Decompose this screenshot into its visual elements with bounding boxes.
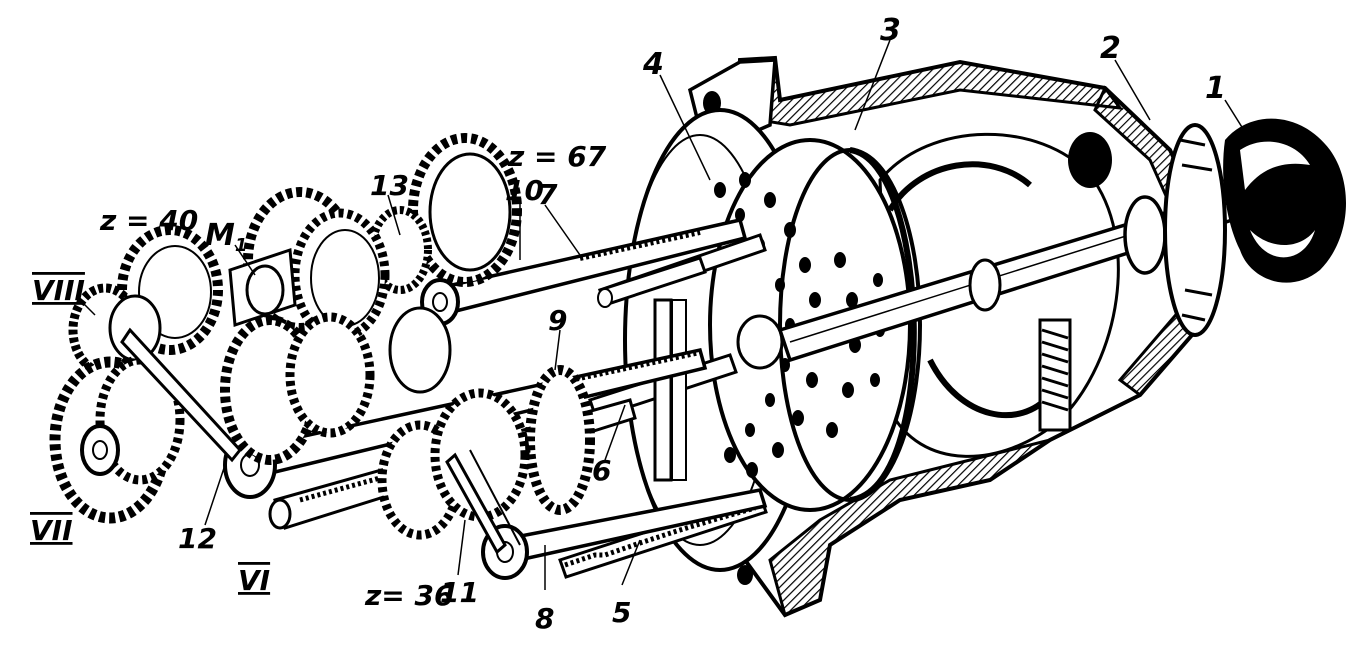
link-bars	[120, 327, 521, 555]
leader-lines	[79, 39, 1251, 590]
label-13: 13	[370, 169, 409, 202]
clutch-m1	[228, 247, 297, 328]
label-z40: z = 40	[99, 204, 198, 237]
label-5: 5	[612, 596, 631, 629]
label-4: 4	[642, 47, 664, 82]
housing-window	[1068, 132, 1112, 188]
rod-10	[420, 217, 748, 326]
spring	[1038, 318, 1072, 432]
gear-middle	[220, 306, 452, 465]
label-m1: M1	[205, 218, 247, 256]
shaft-7	[597, 256, 707, 308]
flange-hole	[737, 565, 753, 585]
housing-cavity	[878, 132, 1120, 458]
gear-z67	[408, 133, 522, 287]
label-m1-sub: 1	[235, 235, 248, 256]
label-8: 8	[535, 602, 554, 635]
main-shaft	[777, 187, 1251, 363]
label-10: 10	[505, 174, 544, 207]
label-viii: VIII	[32, 274, 85, 307]
label-7: 7	[538, 178, 558, 211]
label-2: 2	[1100, 31, 1121, 66]
handle-knob	[1223, 118, 1347, 283]
housing-section-bottom	[768, 438, 1051, 618]
part-labels: 1 2 3 4 z = 67 10 7 13 z = 40 M1 VIII 9 …	[30, 13, 1226, 635]
label-1: 1	[1205, 71, 1226, 106]
label-vii: VII	[30, 514, 73, 547]
label-9: 9	[548, 304, 567, 337]
label-6: 6	[592, 454, 611, 487]
label-m1-main: M	[205, 218, 235, 253]
label-3: 3	[880, 13, 901, 48]
label-11: 11	[440, 576, 479, 609]
cover-ring	[1163, 123, 1227, 337]
label-z67: z = 67	[507, 140, 607, 173]
label-z36: z= 36	[364, 579, 453, 612]
gear-z36	[377, 365, 595, 540]
label-12: 12	[178, 522, 217, 555]
label-vi: VI	[238, 564, 270, 597]
